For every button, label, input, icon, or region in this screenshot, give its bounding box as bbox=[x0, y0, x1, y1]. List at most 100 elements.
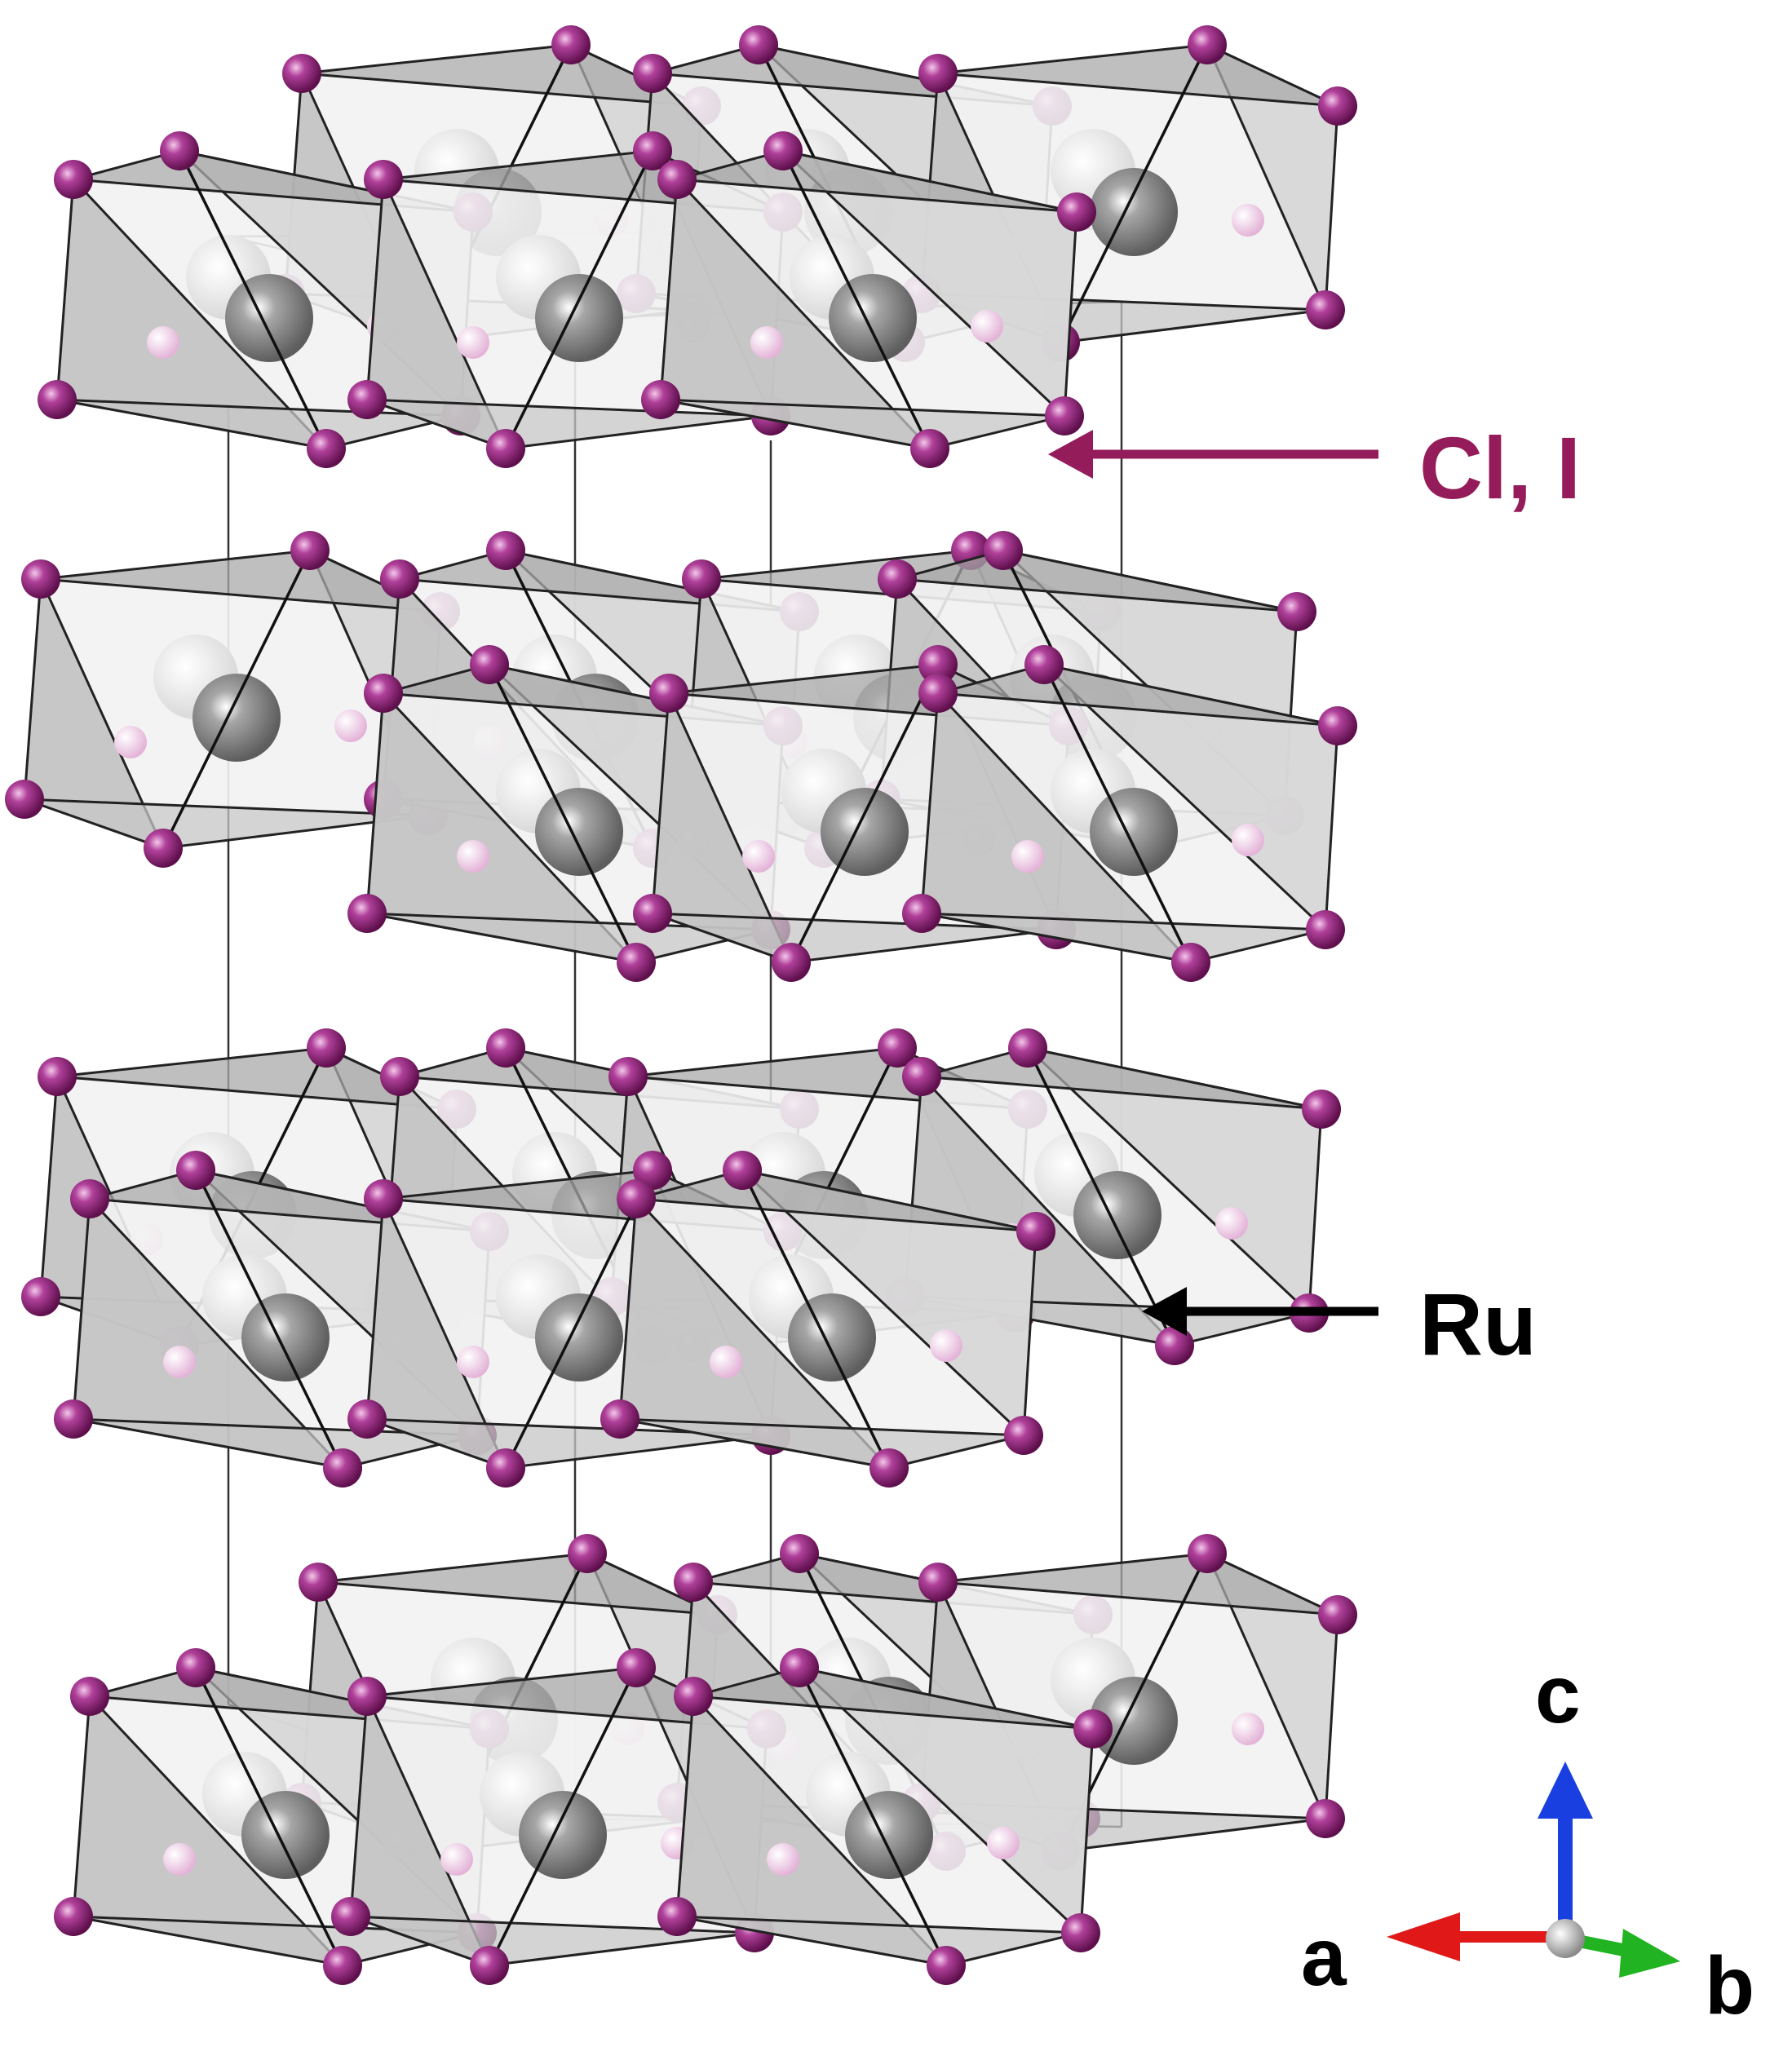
ru-atom bbox=[845, 1791, 933, 1879]
octahedron-face bbox=[350, 1915, 755, 1967]
cl-i-atom bbox=[633, 131, 672, 170]
cl-i-atom bbox=[470, 1946, 509, 1985]
cl-i-atom bbox=[176, 1648, 215, 1687]
cl-i-atom-back bbox=[457, 326, 489, 359]
cl-i-atom-back bbox=[457, 1346, 489, 1378]
octahedron-edge bbox=[488, 664, 638, 963]
cl-i-atom bbox=[54, 1399, 93, 1439]
ru-atom bbox=[829, 274, 917, 362]
octahedron-face bbox=[937, 1552, 1338, 1616]
cl-i-atom bbox=[780, 1534, 819, 1573]
axis-b-head bbox=[1619, 1929, 1680, 1978]
cl-i-atom bbox=[160, 131, 199, 170]
ru-atom bbox=[1090, 788, 1178, 876]
cl-i-atom bbox=[364, 1179, 403, 1218]
axis-c-label: c bbox=[1535, 1649, 1581, 1740]
ru-atom bbox=[519, 1791, 607, 1879]
cl-i-atom-back bbox=[1215, 1207, 1248, 1240]
cl-i-atom bbox=[470, 645, 509, 684]
cl-i-atom bbox=[1045, 396, 1084, 435]
octahedron-edge bbox=[798, 1667, 948, 1966]
cl-i-atom bbox=[1155, 1326, 1194, 1365]
ru-atom bbox=[241, 1791, 330, 1879]
cl-i-atom bbox=[1073, 1709, 1113, 1748]
octahedron-edge bbox=[781, 150, 931, 449]
cl-i-atom bbox=[347, 380, 387, 419]
octahedron-face bbox=[24, 798, 429, 850]
octahedron-face bbox=[676, 1915, 1082, 1967]
cl-i-atom-back bbox=[147, 326, 179, 359]
cl-i-atom bbox=[869, 1448, 909, 1488]
ru-atom bbox=[225, 274, 313, 362]
cl-i-atom bbox=[600, 1399, 639, 1439]
cl-i-atom bbox=[641, 380, 680, 419]
octahedron-edge bbox=[504, 150, 654, 449]
cl-i-atom-back bbox=[710, 1346, 742, 1378]
octahedron-face bbox=[937, 43, 1338, 108]
cl-i-atom bbox=[21, 559, 60, 599]
octahedron-face bbox=[921, 912, 1326, 964]
cl-i-atom bbox=[1008, 1028, 1047, 1068]
cl-i-atom bbox=[1302, 1090, 1341, 1129]
cl-i-atom bbox=[633, 894, 672, 933]
cl-i-atom bbox=[608, 1057, 648, 1096]
octahedron-face bbox=[619, 1417, 1024, 1470]
ru-atom bbox=[241, 1293, 330, 1382]
cl-i-atom bbox=[927, 1946, 966, 1985]
cl-i-atom bbox=[1057, 192, 1096, 232]
cl-i-atom-back bbox=[1232, 204, 1264, 237]
cl-i-atom-back bbox=[163, 1346, 196, 1378]
cation-arrow-head bbox=[1142, 1287, 1187, 1336]
cl-i-atom-back bbox=[750, 326, 783, 359]
octahedron-face bbox=[40, 549, 441, 613]
cl-i-atom bbox=[5, 780, 44, 819]
cl-i-atom bbox=[364, 674, 403, 713]
cl-i-atom-back bbox=[163, 1843, 196, 1876]
octahedron-edge bbox=[741, 1169, 891, 1469]
axis-a-head bbox=[1387, 1912, 1460, 1961]
cl-i-atom bbox=[780, 1648, 819, 1687]
cl-i-atom bbox=[38, 1057, 77, 1096]
ru-atom bbox=[535, 1293, 623, 1382]
octahedron-edge bbox=[162, 550, 312, 849]
cl-i-atom bbox=[1277, 592, 1316, 631]
cl-i-atom bbox=[984, 531, 1023, 570]
cl-i-atom bbox=[347, 1677, 387, 1716]
cl-i-atom bbox=[1016, 1212, 1055, 1251]
cl-i-atom bbox=[617, 1179, 656, 1218]
ru-atom bbox=[192, 674, 281, 762]
cl-i-atom bbox=[918, 674, 958, 713]
cl-i-atom bbox=[364, 160, 403, 199]
cl-i-atom bbox=[1318, 86, 1357, 126]
cl-i-atom bbox=[902, 1057, 941, 1096]
cl-i-atom bbox=[307, 429, 346, 468]
octahedron bbox=[641, 131, 1096, 468]
cl-i-atom-back bbox=[457, 840, 489, 873]
cl-i-atom-back bbox=[114, 726, 147, 758]
ru-atom bbox=[821, 788, 909, 876]
annotations bbox=[1048, 430, 1378, 1336]
cl-i-atom bbox=[918, 645, 958, 684]
cl-i-atom bbox=[323, 1448, 362, 1488]
cl-i-atom bbox=[1306, 910, 1345, 949]
cl-i-atom bbox=[486, 1028, 525, 1068]
axis-b-label: b bbox=[1705, 1940, 1755, 2031]
cl-i-atom bbox=[674, 1677, 713, 1716]
cl-i-atom bbox=[1306, 290, 1345, 329]
cl-i-atom-back bbox=[987, 1827, 1020, 1859]
cl-i-atom bbox=[54, 1897, 93, 1936]
octahedron-face bbox=[652, 912, 1057, 964]
octahedron-face bbox=[366, 1417, 772, 1470]
axes-indicator bbox=[1387, 1762, 1680, 1978]
cl-i-atom-back bbox=[1011, 840, 1044, 873]
cl-i-atom bbox=[70, 1677, 109, 1716]
octahedron-face bbox=[73, 1915, 478, 1967]
cl-i-atom bbox=[551, 25, 591, 64]
cl-i-atom bbox=[657, 160, 697, 199]
cl-i-atom bbox=[290, 531, 330, 570]
cl-i-atom bbox=[763, 131, 803, 170]
cl-i-atom bbox=[1061, 1913, 1100, 1952]
octahedron-edge bbox=[1059, 44, 1209, 343]
cl-i-atom bbox=[1188, 25, 1227, 64]
octahedron-edge bbox=[790, 664, 940, 963]
